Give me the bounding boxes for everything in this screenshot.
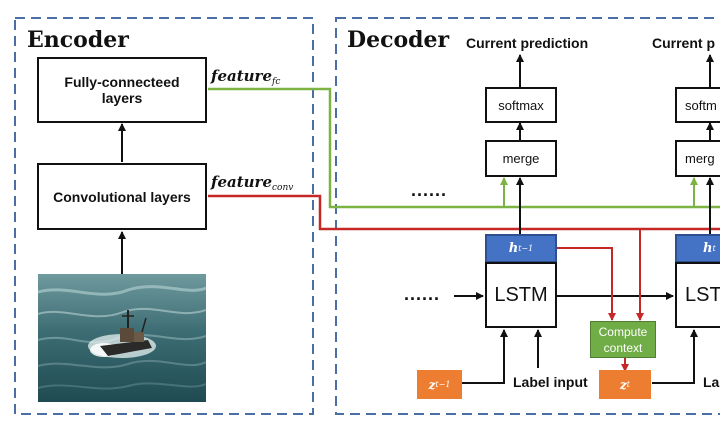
convolutional-layers-label: Convolutional layers [53, 188, 191, 205]
feature-conv-subscript: conv [272, 183, 294, 193]
compute-context-box: Compute context [590, 321, 656, 358]
arrow-h-to-context [556, 247, 616, 321]
softmax-label-1: softmax [498, 97, 544, 113]
current-prediction-label-2: Current p [652, 35, 715, 51]
z-current-subscript: t [626, 380, 631, 389]
feature-conv-line [208, 194, 720, 231]
arrow-zcurr-to-lstm2 [652, 329, 698, 384]
compute-context-line1: Compute [598, 324, 648, 339]
encoder-title: Encoder [24, 27, 132, 53]
continuation-dots-lower: ...... [404, 284, 441, 304]
continuation-dots-upper: ...... [411, 180, 448, 200]
merge-box-1: merge [485, 140, 557, 177]
merge-box-2: merg [675, 140, 720, 177]
hidden-state-current-subscript: t [712, 244, 716, 253]
fully-connected-layers-box: Fully-connecteed layers [37, 57, 207, 123]
feature-fc-subscript: fc [272, 77, 281, 87]
lstm-box-2: LSTI [675, 262, 720, 328]
input-image-ship [38, 274, 206, 402]
lstm-label-1: LSTM [494, 283, 548, 306]
hidden-state-prev-subscript: t−1 [518, 244, 534, 253]
encoder-frame [14, 17, 314, 415]
feature-fc-line [208, 87, 720, 209]
arrow-zprev-to-lstm [462, 329, 508, 384]
fully-connected-layers-label: Fully-connecteed layers [64, 74, 180, 106]
decoder-title: Decoder [344, 27, 453, 53]
feature-conv-label: featureconv [211, 173, 294, 193]
softmax-label-2: softm [685, 97, 717, 113]
ship-illustration [38, 274, 206, 402]
current-prediction-label-1: Current prediction [466, 35, 589, 51]
merge-label-2: merg [685, 151, 715, 166]
lstm-box-1: LSTM [485, 262, 557, 328]
label-input-text-1: Label input [513, 374, 588, 390]
compute-context-line2: context [603, 340, 643, 355]
feature-fc-label: featurefc [211, 67, 281, 87]
merge-label-1: merge [502, 151, 540, 166]
lstm-label-2: LSTI [685, 283, 720, 306]
label-input-text-2: La [703, 374, 720, 390]
convolutional-layers-box: Convolutional layers [37, 163, 207, 230]
softmax-box-2: softm [675, 87, 720, 123]
softmax-box-1: softmax [485, 87, 557, 123]
decoder-frame [335, 17, 720, 415]
z-prev-subscript: t−1 [435, 380, 451, 389]
